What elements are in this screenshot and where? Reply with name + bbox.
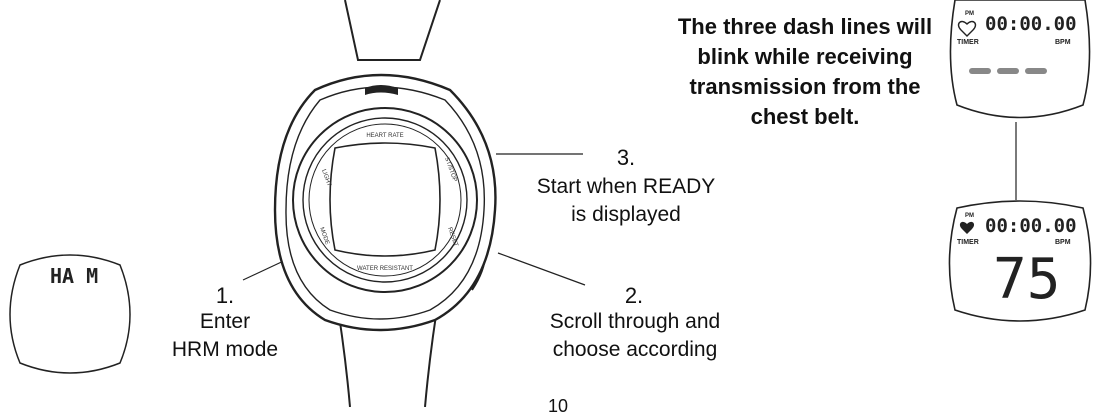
step-3-line1: Start when READY: [536, 175, 716, 198]
leader-lines: [242, 122, 1017, 286]
step-3-number: 3.: [616, 145, 636, 170]
dash-blink-note: The three dash lines will blink while re…: [665, 12, 945, 132]
note-line-2: blink while receiving: [697, 44, 913, 69]
step-2-number: 2.: [624, 283, 644, 308]
note-line-3: transmission from the: [689, 74, 921, 99]
step-1-number: 1.: [215, 283, 235, 308]
lcd-bottom-bpm: BPM: [1055, 239, 1071, 246]
watch-left-top-label: LIGHT: [320, 169, 332, 188]
watch-left-bottom-label: MODE: [318, 227, 330, 246]
lcd-bottom-pm: PM: [965, 213, 974, 219]
step-3-line2: is displayed: [571, 203, 681, 226]
watch-bottom-label: WATER RESISTANT: [357, 266, 413, 272]
lcd-bottom-timer: TIMER: [957, 239, 979, 246]
note-line-1: The three dash lines will: [677, 14, 933, 39]
note-line-4: chest belt.: [750, 104, 860, 129]
lcd-heart-rate-value: 75: [993, 247, 1060, 312]
step-2-line2: choose according: [552, 338, 718, 361]
hrm-mode-display-text: HA M: [50, 264, 98, 288]
lcd-receiving-display: PM 00:00.00 TIMER BPM: [949, 0, 1091, 119]
step-1-line2: HRM mode: [171, 338, 279, 361]
step-2-line1: Scroll through and: [549, 310, 721, 333]
lcd-top-time: 00:00.00: [985, 13, 1077, 35]
lcd-top-timer: TIMER: [957, 39, 979, 46]
hrm-mode-display: HA M: [9, 254, 131, 374]
lcd-top-pm: PM: [965, 11, 974, 17]
heart-outline-icon: [957, 20, 977, 37]
lcd-bottom-time: 00:00.00: [985, 215, 1077, 237]
step-1-line1: Enter: [199, 310, 251, 333]
blinking-dashes: [969, 68, 1047, 74]
watch-top-label: HEART RATE: [366, 133, 403, 139]
lcd-top-bpm: BPM: [1055, 39, 1071, 46]
lcd-heart-rate-display: PM 00:00.00 TIMER BPM 75: [948, 200, 1092, 322]
heart-filled-icon: [959, 221, 975, 234]
watch-illustration: HEART RATE WATER RESISTANT LIGHT MODE ST…: [273, 0, 497, 407]
